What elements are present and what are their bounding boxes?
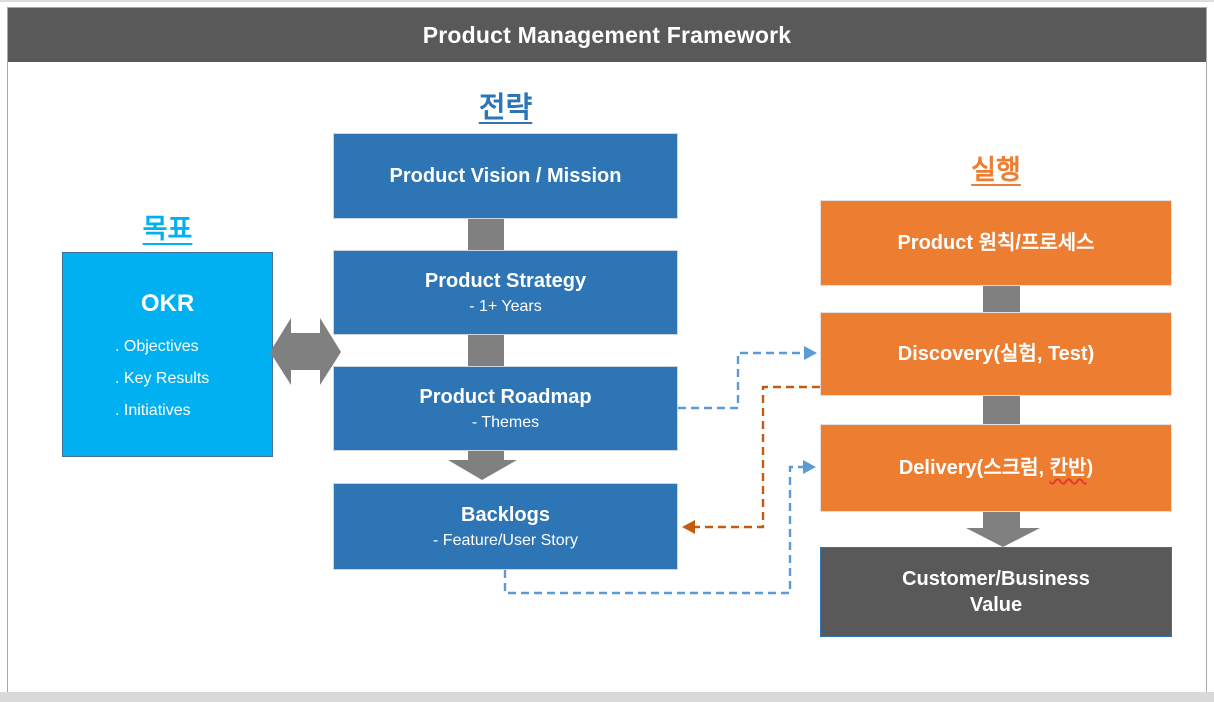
okr-box: OKR . Objectives . Key Results . Initiat…	[62, 252, 273, 457]
box-title: Delivery(스크럼, 칸반)	[898, 457, 1094, 479]
top-strip	[0, 0, 1214, 2]
box-discovery: Discovery(실험, Test)	[820, 312, 1172, 396]
connector-discovery-delivery	[983, 396, 1020, 424]
okr-item-key-results: . Key Results	[115, 369, 210, 387]
okr-item-initiatives: . Initiatives	[115, 401, 191, 419]
box-title: Product 원칙/프로세스	[897, 232, 1095, 254]
box-product-roadmap: Product Roadmap - Themes	[333, 366, 678, 451]
box-title-line2: Value	[969, 594, 1023, 616]
box-delivery: Delivery(스크럼, 칸반)	[820, 424, 1172, 512]
heading-strategy: 전략	[478, 92, 533, 124]
box-backlogs: Backlogs - Feature/User Story	[333, 483, 678, 570]
box-subtitle: - Feature/User Story	[433, 531, 578, 549]
connector-strategy-roadmap	[468, 335, 504, 366]
box-title: Discovery(실험, Test)	[897, 343, 1095, 365]
box-product-strategy: Product Strategy - 1+ Years	[333, 250, 678, 335]
title-bar: Product Management Framework	[8, 8, 1206, 62]
box-title: Product Strategy	[424, 269, 587, 292]
box-title: Product Vision / Mission	[389, 165, 622, 187]
spellcheck-underlined-word: 칸반	[1049, 457, 1087, 479]
connector-vision-strategy	[468, 219, 504, 250]
box-subtitle: - Themes	[471, 413, 540, 431]
box-title: Backlogs	[461, 503, 550, 526]
page-title: Product Management Framework	[422, 21, 792, 48]
box-product-principles-process: Product 원칙/프로세스	[820, 200, 1172, 286]
box-title-line1: Customer/Business	[902, 568, 1090, 590]
heading-execution: 실행	[971, 155, 1021, 185]
connector-principles-discovery	[983, 286, 1020, 312]
okr-title: OKR	[140, 289, 195, 317]
box-subtitle: - 1+ Years	[469, 297, 542, 315]
bottom-strip	[0, 692, 1214, 702]
box-title: Product Roadmap	[419, 385, 592, 408]
box-product-vision-mission: Product Vision / Mission	[333, 133, 678, 219]
box-customer-business-value: Customer/Business Value	[820, 547, 1172, 637]
okr-item-objectives: . Objectives	[115, 337, 199, 355]
heading-goal: 목표	[142, 214, 193, 244]
